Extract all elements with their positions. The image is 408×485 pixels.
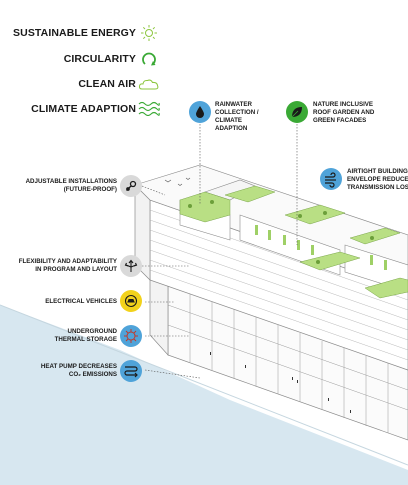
- legend-sustainable-energy-label: SUSTAINABLE ENERGY: [13, 27, 136, 39]
- wind-icon: [320, 168, 342, 190]
- heatpump-callout-line: CO₂ EMISSIONS: [68, 371, 117, 378]
- adjustable-callout-line: (FUTURE-PROOF): [63, 186, 117, 193]
- nature-callout-line: NATURE INCLUSIVE: [313, 101, 374, 108]
- green-roof-3: [284, 204, 346, 225]
- waves-icon: [138, 101, 160, 116]
- nature-callout: NATURE INCLUSIVE ROOF GARDEN AND GREEN F…: [313, 101, 374, 125]
- adjustable-callout-line: ADJUSTABLE INSTALLATIONS: [25, 178, 117, 185]
- underground-callout-line: UNDERGROUND: [67, 328, 118, 335]
- rainwater-callout: RAINWATER COLLECTION / CLIMATE ADAPTION: [215, 101, 259, 133]
- green-roof-4: [299, 251, 361, 271]
- flexibility-callout-line: IN PROGRAM AND LAYOUT: [35, 266, 117, 273]
- leaf-icon: [286, 101, 308, 123]
- cloud-icon: [138, 79, 159, 90]
- rainwater-callout-line: COLLECTION /: [215, 109, 259, 116]
- airtight-callout: AIRTIGHT BUILDING ENVELOPE REDUCES TRANS…: [347, 168, 408, 192]
- underground-callout: UNDERGROUND THERMAL STORAGE: [55, 328, 117, 344]
- airtight-callout-line: ENVELOPE REDUCES: [347, 176, 408, 183]
- circular-arrow-icon: [142, 52, 156, 66]
- airtight-callout-line: AIRTIGHT BUILDING: [347, 168, 408, 175]
- green-roof-1: [179, 191, 231, 223]
- wrench-icon: [120, 175, 142, 197]
- water-area: [0, 305, 408, 485]
- flexibility-callout-line: FLEXIBILITY AND ADAPTABILITY: [18, 258, 117, 265]
- sun-icon: [141, 25, 157, 41]
- nature-callout-line: ROOF GARDEN AND: [313, 109, 375, 116]
- heatpump-callout: HEAT PUMP DECREASES CO₂ EMISSIONS: [41, 363, 117, 379]
- electrical-callout-line: ELECTRICAL VEHICLES: [45, 298, 117, 305]
- heatpump-callout-line: HEAT PUMP DECREASES: [40, 363, 117, 370]
- airtight-callout-line: TRANSMISSION LOSS: [347, 184, 408, 191]
- legend-clean-air-label: CLEAN AIR: [78, 78, 136, 90]
- legend-circularity-label: CIRCULARITY: [63, 53, 136, 65]
- electrical-callout: ELECTRICAL VEHICLES: [45, 298, 117, 306]
- adjustable-callout: ADJUSTABLE INSTALLATIONS (FUTURE-PROOF): [26, 178, 117, 194]
- rainwater-callout-line: CLIMATE: [215, 117, 243, 124]
- rainwater-callout-line: ADAPTION: [215, 125, 248, 132]
- heat-pump-icon: [120, 360, 142, 382]
- nature-callout-line: GREEN FACADES: [313, 117, 367, 124]
- branch-arrows-icon: [120, 255, 142, 277]
- legend-climate-adaption-label: CLIMATE ADAPTION: [31, 103, 136, 115]
- virus-icon: [120, 325, 142, 347]
- flexibility-callout: FLEXIBILITY AND ADAPTABILITY IN PROGRAM …: [19, 258, 117, 274]
- green-roof-6: [364, 277, 408, 299]
- car-icon: [120, 290, 142, 312]
- water-drop-icon: [189, 101, 211, 123]
- green-roof-2: [224, 185, 276, 203]
- underground-callout-line: THERMAL STORAGE: [54, 336, 117, 343]
- rainwater-callout-line: RAINWATER: [215, 101, 253, 108]
- green-roof-5: [349, 227, 401, 245]
